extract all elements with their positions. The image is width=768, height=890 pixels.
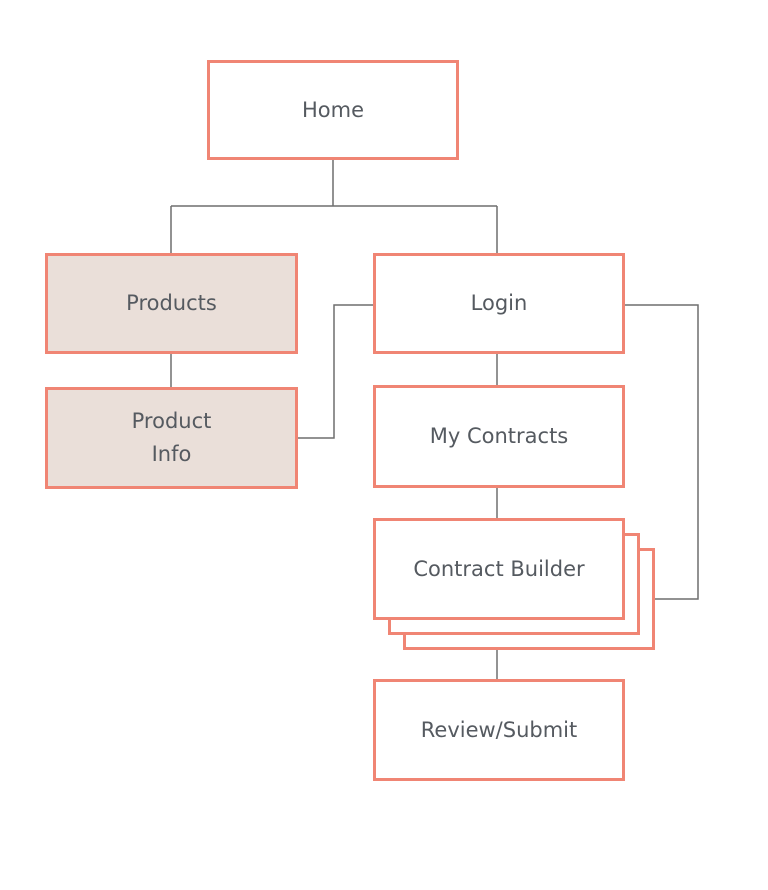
node-product-info: Product Info: [45, 387, 298, 489]
node-review-submit: Review/Submit: [373, 679, 625, 781]
node-home: Home: [207, 60, 459, 160]
connector-product-info-to-login: [298, 304, 375, 439]
node-contract-builder: Contract Builder: [373, 518, 625, 620]
connector-home-to-products-login: [170, 160, 498, 253]
node-login: Login: [373, 253, 625, 354]
node-my-contracts: My Contracts: [373, 385, 625, 488]
connector-login-to-contract-builder: [624, 304, 699, 600]
node-products: Products: [45, 253, 298, 354]
